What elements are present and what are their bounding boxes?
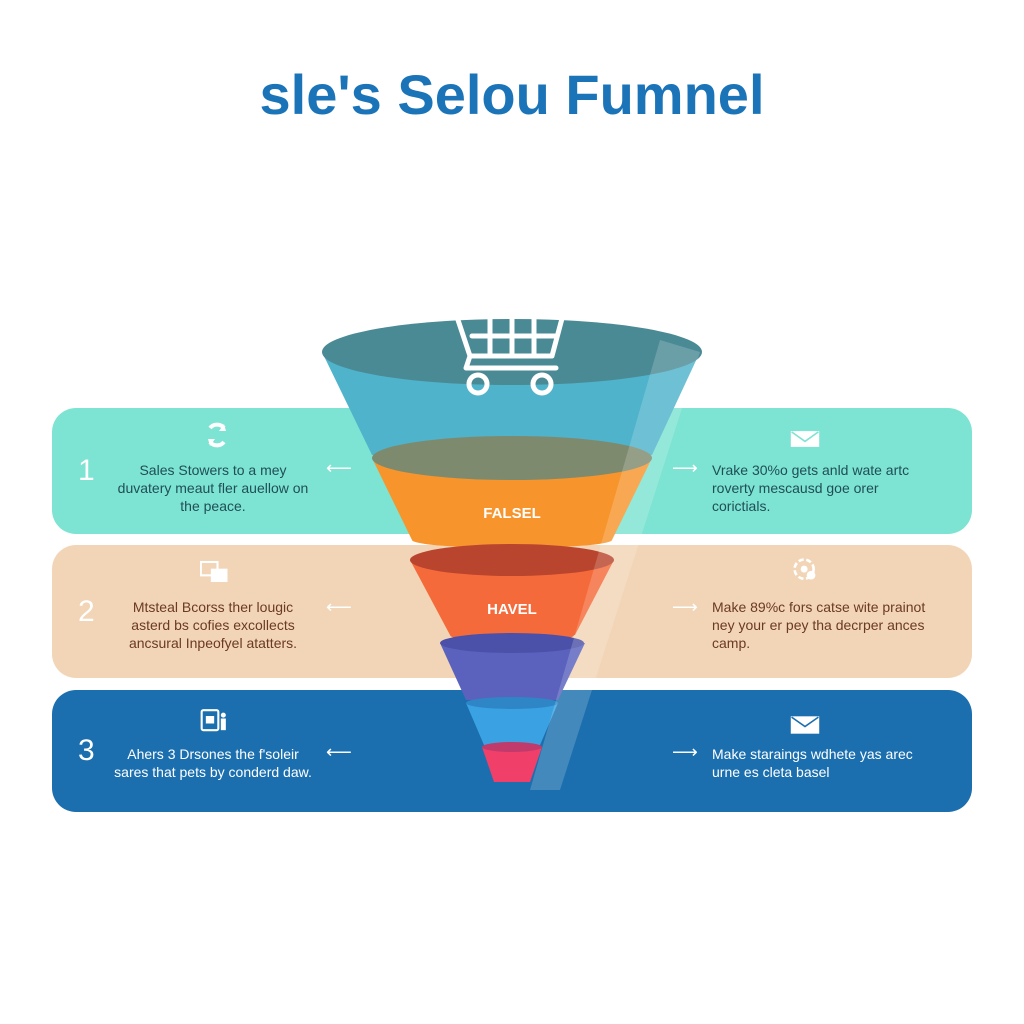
funnel-label-1: FALSEL (483, 505, 541, 522)
presentation-person-icon (200, 709, 226, 732)
envelope-icon (790, 716, 820, 734)
arrow-right-icon: ⟶ (672, 458, 698, 478)
stage-right-text: Make 89%c fors catse wite prainot ney yo… (712, 599, 926, 651)
envelope-icon (790, 431, 820, 447)
stage-right-text: Vrake 30%o gets anld wate artc roverty m… (712, 462, 910, 514)
funnel-glare (530, 340, 700, 790)
funnel-layer-3 (410, 544, 614, 643)
funnel-layer-2 (372, 436, 652, 548)
funnel-layer-5 (466, 697, 558, 745)
page-title: sle's Selou Fumnel (259, 63, 765, 126)
arrow-right-icon: ⟶ (672, 742, 698, 762)
funnel-label-2: HAVEL (487, 601, 537, 618)
stage-number: 3 (78, 734, 95, 767)
stage-left-text: Mtsteal Bcorss ther lougic asterd bs cof… (128, 599, 298, 651)
refresh-icon (208, 422, 226, 448)
stage-left-text: Sales Stowers to a mey duvatery meaut fl… (117, 462, 309, 514)
arrow-left-icon: ⟵ (326, 458, 352, 478)
arrow-right-icon: ⟶ (672, 597, 698, 617)
documents-icon (200, 560, 228, 582)
stage-right-text: Make staraings wdhete yas arec urne es c… (712, 746, 913, 780)
stage-number: 2 (78, 595, 95, 628)
target-icon (793, 558, 816, 580)
shopping-cart-icon (447, 275, 601, 396)
arrow-left-icon: ⟵ (326, 597, 352, 617)
funnel-layer-6 (482, 742, 542, 782)
arrow-left-icon: ⟵ (326, 742, 352, 762)
stage-left-text: Ahers 3 Drsones the f'soleir sares that … (114, 746, 312, 780)
stage-number: 1 (78, 454, 95, 487)
funnel-layer-4 (440, 633, 585, 700)
